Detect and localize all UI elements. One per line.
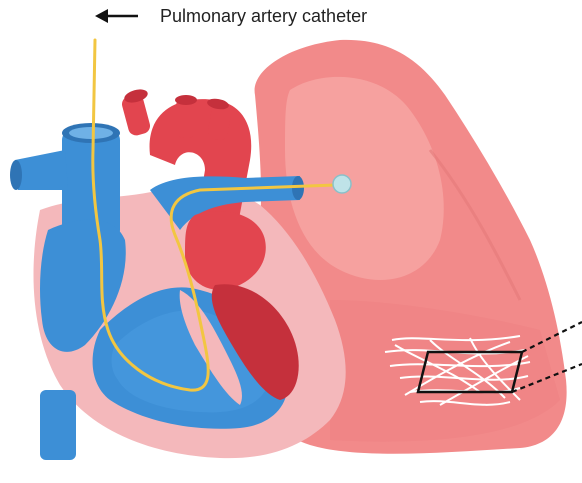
inferior-vena-cava	[40, 390, 76, 460]
arrow-left-icon	[95, 9, 138, 23]
catheter-label-group: Pulmonary artery catheter	[95, 6, 367, 26]
catheter-label: Pulmonary artery catheter	[160, 6, 367, 26]
catheter-balloon	[333, 175, 351, 193]
